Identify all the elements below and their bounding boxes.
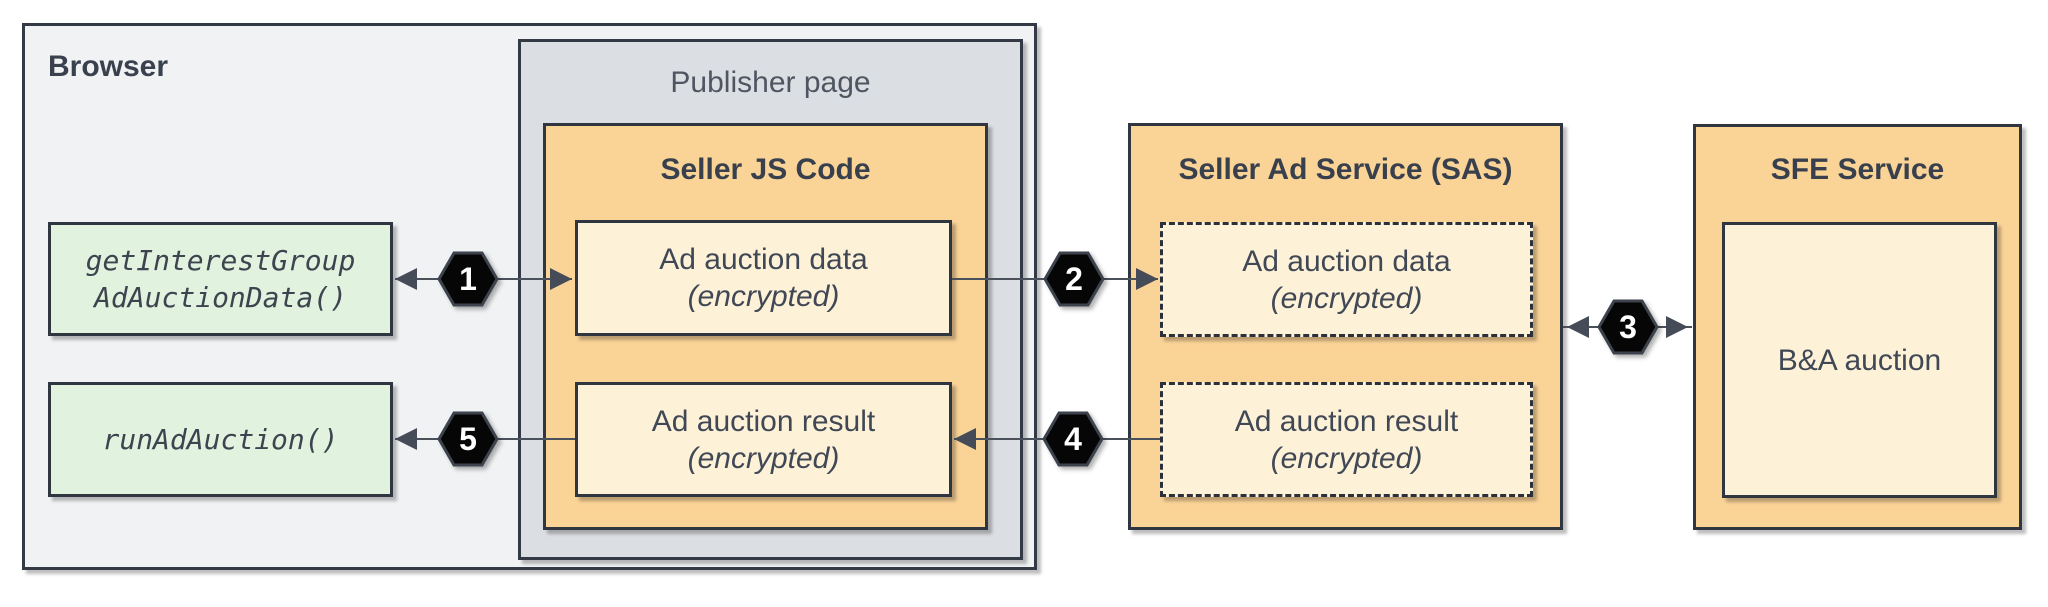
node-label: Ad auction data [659,243,868,276]
step-number: 3 [1619,308,1637,345]
hexagon-icon [1043,251,1105,307]
arrowhead-right-icon [1666,316,1688,338]
hexagon-icon [437,411,499,467]
step-4-badge: 4 [1042,411,1104,467]
node-label: Ad auction result [1234,404,1459,438]
node-sublabel: (encrypted) [1270,281,1423,315]
node-label: Ad auction data [1242,244,1451,278]
node-sublabel: (encrypted) [1270,441,1423,475]
node-label: Ad auction result [651,404,876,438]
step-2-badge: 2 [1043,251,1105,307]
arrowhead-left-icon [395,268,417,290]
arrowhead-right-icon [1136,268,1158,290]
node-sublabel: (encrypted) [687,280,840,313]
sfe-service-title: SFE Service [1770,153,1945,186]
run-ad-auction-node: runAdAuction() [48,382,393,497]
hexagon-icon [1597,299,1659,355]
ba-auction-node: B&A auction [1722,222,1997,498]
publisher-page-label: Publisher page [670,66,871,99]
js-ad-auction-data-node: Ad auction data (encrypted) [575,220,952,336]
step-number: 4 [1064,420,1082,457]
seller-js-code-title: Seller JS Code [660,153,871,186]
api-call-line: getInterestGroup [85,244,356,277]
hexagon-icon [437,251,499,307]
step-3-badge: 3 [1597,299,1659,355]
arrowhead-left-icon [1567,316,1589,338]
get-interest-group-ad-auction-data-node: getInterestGroup AdAuctionData() [48,222,393,336]
arrowhead-right-icon [550,268,572,290]
sas-ad-auction-data-node: Ad auction data (encrypted) [1160,222,1533,337]
seller-ad-service-title: Seller Ad Service (SAS) [1178,153,1513,186]
step-5-badge: 5 [437,411,499,467]
browser-label: Browser [48,50,169,83]
node-label: B&A auction [1777,343,1942,377]
arrowhead-left-icon [954,428,976,450]
arrowhead-left-icon [395,428,417,450]
js-ad-auction-result-node: Ad auction result (encrypted) [575,382,952,497]
step-1-badge: 1 [437,251,499,307]
step-number: 5 [459,420,477,457]
step-number: 1 [459,260,477,297]
node-sublabel: (encrypted) [687,441,840,475]
api-call-line: runAdAuction() [102,423,339,456]
hexagon-icon [1042,411,1104,467]
step-number: 2 [1065,260,1083,297]
api-call-line: AdAuctionData() [94,281,347,314]
sas-ad-auction-result-node: Ad auction result (encrypted) [1160,382,1533,497]
